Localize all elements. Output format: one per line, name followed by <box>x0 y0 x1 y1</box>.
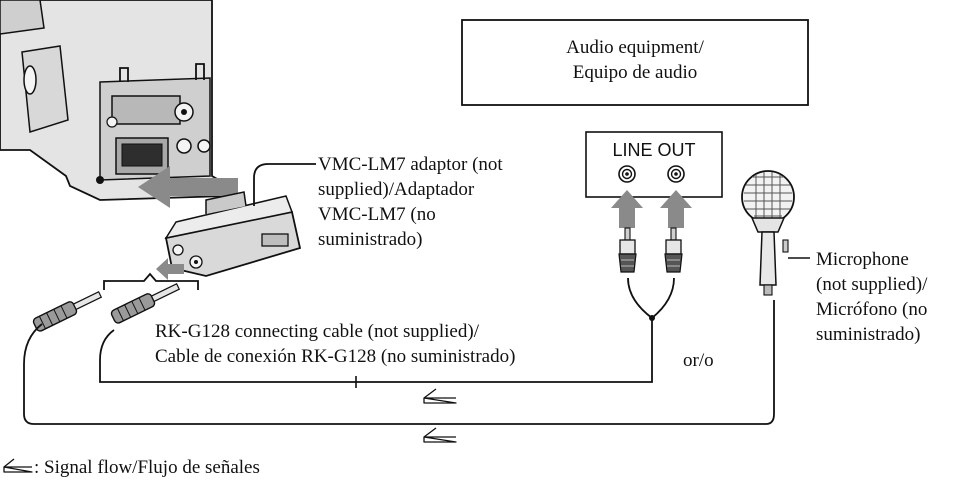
cable-label-line2: Cable de conexión RK-G128 (no suministra… <box>155 346 515 367</box>
audio-equipment-label-line1: Audio equipment/ <box>566 37 704 58</box>
inner-cable <box>99 318 653 383</box>
legend-text: : Signal flow/Flujo de señales <box>34 457 260 478</box>
audio-equipment-box <box>461 19 809 106</box>
legend: : Signal flow/Flujo de señales <box>3 457 260 478</box>
signal-flow-arrow-lower <box>423 427 457 443</box>
adaptor-callout-line <box>253 163 316 206</box>
adaptor-device <box>164 191 302 277</box>
plug-brace <box>103 272 199 290</box>
plug-in-arrow <box>156 258 184 280</box>
line-out-arrow-right <box>660 190 692 228</box>
microphone-label-line4: suministrado) <box>816 324 921 345</box>
y-split-junction <box>649 315 655 321</box>
adaptor-label-line1: VMC-LM7 adaptor (not <box>318 154 503 175</box>
mini-plug-left <box>32 290 103 332</box>
microphone-label-line2: (not supplied)/ <box>816 274 928 295</box>
rca-plug-right <box>664 227 683 273</box>
audio-equipment-label-line2: Equipo de audio <box>573 62 698 83</box>
microphone <box>741 170 810 296</box>
adaptor-label-line4: suministrado) <box>318 229 423 250</box>
camcorder <box>0 0 227 201</box>
line-out-jack-right <box>667 165 685 183</box>
cable-label-line1: RK-G128 connecting cable (not supplied)/ <box>155 321 480 342</box>
microphone-label-line3: Micrófono (no <box>816 299 927 320</box>
mini-plug-right <box>110 282 181 324</box>
signal-flow-arrow-icon <box>3 458 33 473</box>
y-split-cable <box>627 277 675 319</box>
line-out-label: LINE OUT <box>612 140 695 160</box>
or-label: or/o <box>683 350 714 371</box>
outer-cable <box>23 300 775 425</box>
insert-arrow <box>138 166 238 208</box>
line-out-arrow-left <box>611 190 643 228</box>
adaptor-label-line3: VMC-LM7 (no <box>318 204 436 225</box>
adaptor-label-line2: supplied)/Adaptador <box>318 179 475 200</box>
line-out-panel <box>585 131 723 198</box>
rca-plug-left <box>618 227 637 273</box>
signal-flow-arrow-upper <box>423 388 457 404</box>
microphone-label-line1: Microphone <box>816 249 909 270</box>
line-out-jack-left <box>618 165 636 183</box>
